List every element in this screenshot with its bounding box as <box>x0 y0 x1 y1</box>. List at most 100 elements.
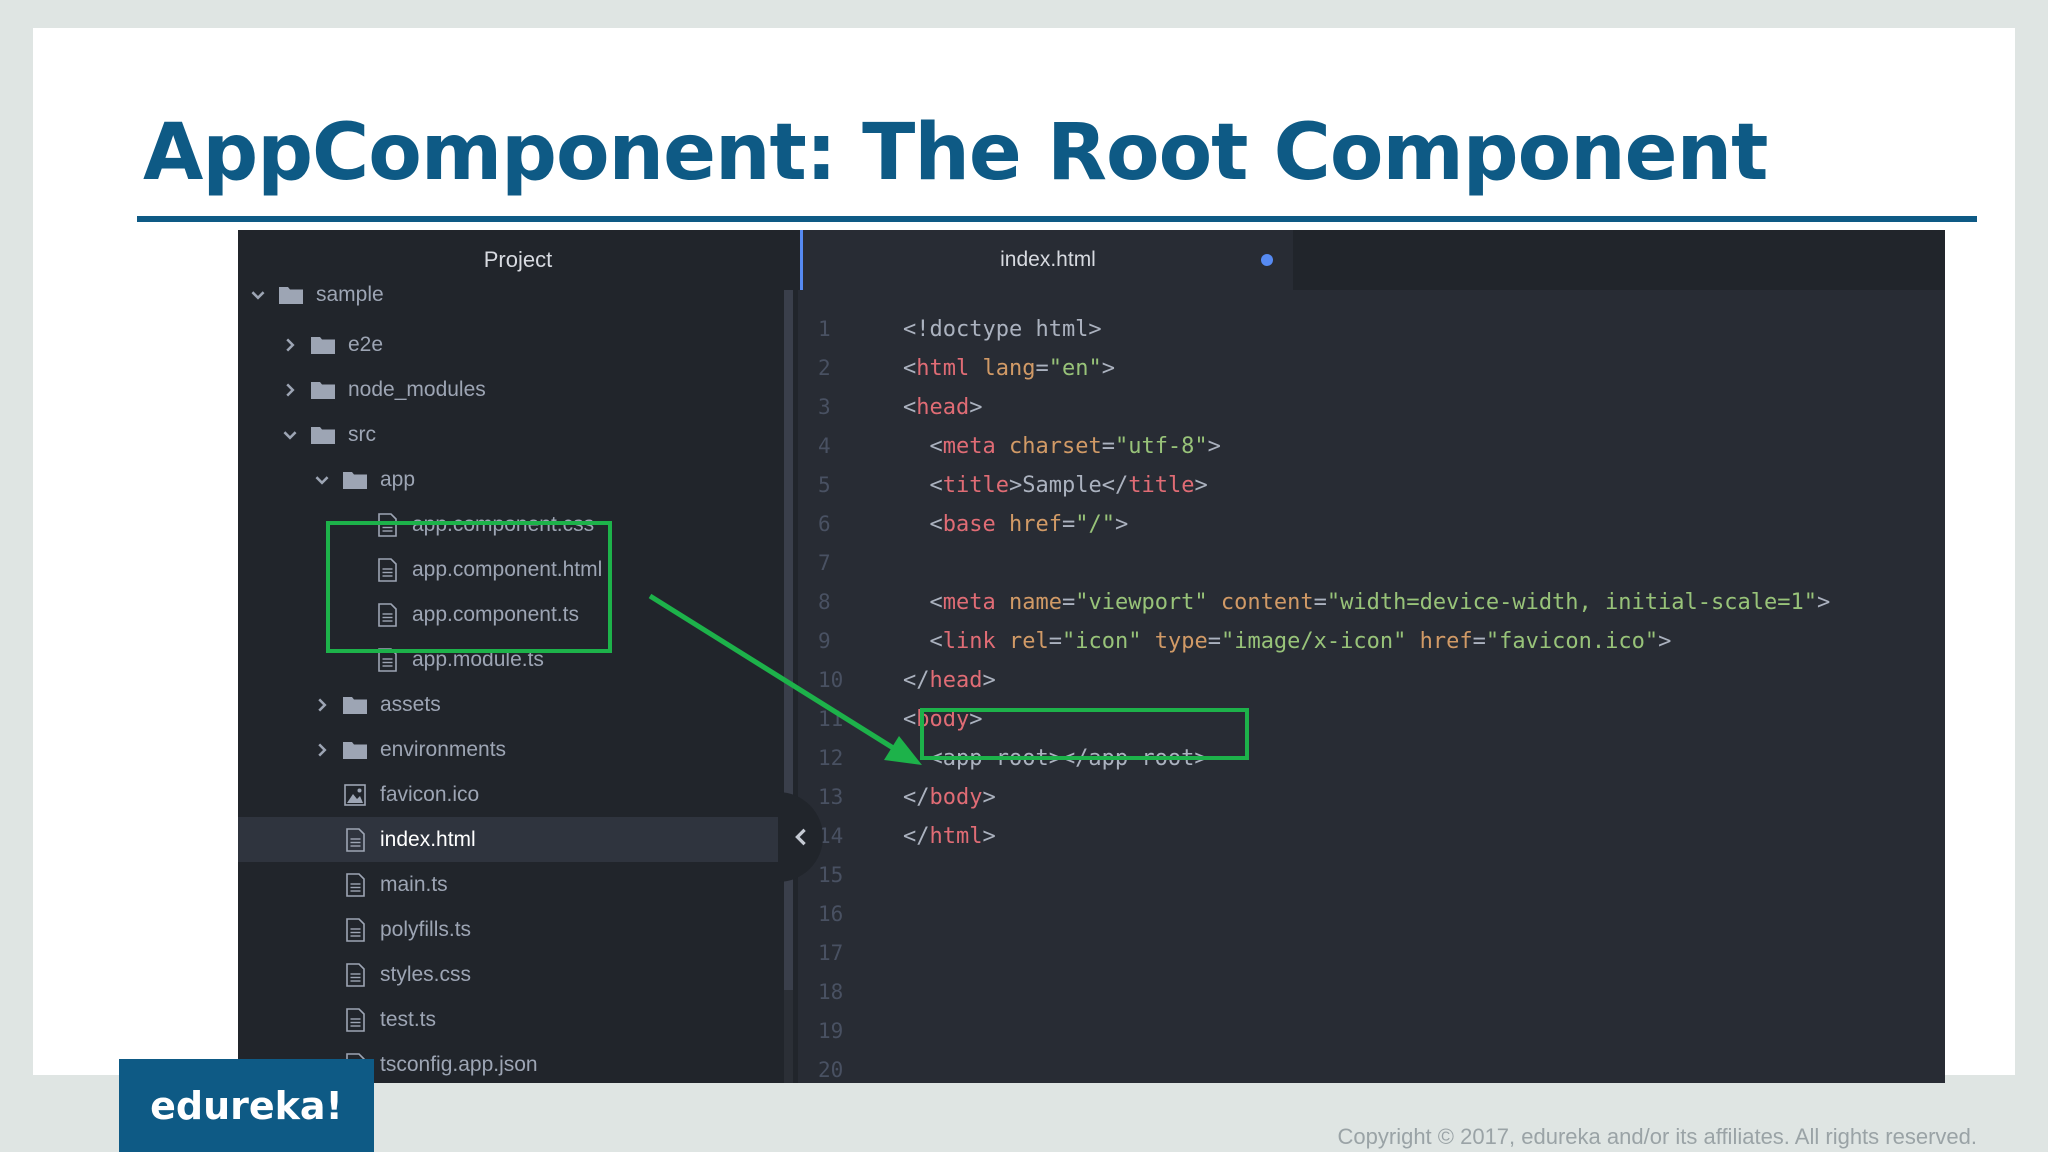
chevron-down-icon[interactable] <box>310 468 334 492</box>
tree-item-e2e[interactable]: e2e <box>238 322 778 367</box>
code-token: "favicon.ico" <box>1485 629 1659 654</box>
code-token: </ <box>903 824 930 849</box>
code-token: = <box>1048 629 1062 654</box>
line-number: 4 <box>818 434 831 458</box>
line-number: 18 <box>818 980 844 1004</box>
code-token: = <box>1061 590 1076 615</box>
code-token <box>996 629 1009 654</box>
code-token: = <box>1035 356 1049 381</box>
code-line[interactable]: <!doctype html> <box>903 310 1102 349</box>
tree-scrollbar-thumb[interactable] <box>784 290 793 990</box>
code-token: = <box>1101 434 1115 459</box>
chevron-right-icon[interactable] <box>278 333 302 357</box>
tree-item-app-component-html[interactable]: app.component.html <box>238 547 778 592</box>
code-line[interactable]: <meta charset="utf-8"> <box>903 427 1221 466</box>
code-line[interactable]: </html> <box>903 817 996 856</box>
code-token: meta <box>942 590 996 615</box>
folder-icon <box>310 333 336 357</box>
code-token: head <box>916 395 970 420</box>
tree-item-label: sample <box>316 282 384 306</box>
code-token: > <box>982 668 996 693</box>
tree-item-assets[interactable]: assets <box>238 682 778 727</box>
tree-item-label: e2e <box>348 332 384 356</box>
code-token: <!doctype html> <box>903 317 1102 342</box>
code-token: "icon" <box>1061 629 1142 654</box>
tree-item-label: app.component.html <box>412 557 603 581</box>
tree-item-app[interactable]: app <box>238 457 778 502</box>
file-icon <box>374 557 400 582</box>
code-token: </ <box>903 785 930 810</box>
code-token: < <box>903 590 943 615</box>
tree-item-label: main.ts <box>380 872 448 896</box>
code-line[interactable]: <meta name="viewport" content="width=dev… <box>903 583 1830 622</box>
code-line[interactable]: <link rel="icon" type="image/x-icon" hre… <box>903 622 1671 661</box>
title-divider <box>137 216 1977 222</box>
line-number: 13 <box>818 785 844 809</box>
code-token: Sample <box>1022 473 1102 498</box>
file-icon <box>342 827 368 852</box>
code-token: "en" <box>1048 356 1102 381</box>
code-token: = <box>1207 629 1221 654</box>
folder-icon <box>342 693 368 717</box>
tree-item-polyfills-ts[interactable]: polyfills.ts <box>238 907 778 952</box>
line-number: 3 <box>818 395 831 419</box>
code-token: body <box>929 785 983 810</box>
tab-index-html[interactable]: index.html <box>800 230 1293 290</box>
code-token: < <box>903 395 917 420</box>
code-token: </ <box>903 668 930 693</box>
tree-item-main-ts[interactable]: main.ts <box>238 862 778 907</box>
chevron-right-icon[interactable] <box>310 693 334 717</box>
chevron-right-icon[interactable] <box>310 738 334 762</box>
tree-item-index-html[interactable]: index.html <box>238 817 778 862</box>
code-line[interactable]: </body> <box>903 778 996 817</box>
code-token: > <box>982 785 996 810</box>
tree-item-favicon-ico[interactable]: favicon.ico <box>238 772 778 817</box>
chevron-down-icon[interactable] <box>278 423 302 447</box>
tree-item-app-component-ts[interactable]: app.component.ts <box>238 592 778 637</box>
tree-item-environments[interactable]: environments <box>238 727 778 772</box>
tree-item-label: favicon.ico <box>380 782 480 806</box>
code-line[interactable]: <base href="/"> <box>903 505 1128 544</box>
tree-item-app-module-ts[interactable]: app.module.ts <box>238 637 778 682</box>
code-token: = <box>1472 629 1486 654</box>
code-token: < <box>903 473 943 498</box>
chevron-right-icon[interactable] <box>278 378 302 402</box>
tree-item-sample[interactable]: sample <box>238 272 778 317</box>
code-token: type <box>1154 629 1208 654</box>
code-line[interactable]: <html lang="en"> <box>903 349 1115 388</box>
file-icon <box>374 602 400 627</box>
folder-icon <box>278 283 304 307</box>
tree-item-label: app <box>380 467 416 491</box>
code-token: < <box>903 707 917 732</box>
code-token: < <box>903 434 943 459</box>
code-token <box>996 434 1009 459</box>
folder-icon <box>342 468 368 492</box>
code-token <box>996 590 1009 615</box>
code-line[interactable]: <head> <box>903 388 982 427</box>
line-number: 2 <box>818 356 831 380</box>
slide-title: AppComponent: The Root Component <box>143 108 1768 198</box>
code-token: content <box>1220 590 1314 615</box>
tree-item-test-ts[interactable]: test.ts <box>238 997 778 1042</box>
code-token: title <box>942 473 1009 498</box>
tree-item-label: index.html <box>380 827 476 851</box>
project-panel-header: Project <box>483 247 553 272</box>
code-token: title <box>1128 473 1195 498</box>
code-token: > <box>1207 434 1221 459</box>
tree-item-node-modules[interactable]: node_modules <box>238 367 778 412</box>
code-token <box>996 512 1009 537</box>
code-token: = <box>1313 590 1327 615</box>
code-token: > <box>1816 590 1831 615</box>
code-line[interactable]: <title>Sample</title> <box>903 466 1207 505</box>
code-line[interactable]: </head> <box>903 661 996 700</box>
code-token: "utf-8" <box>1114 434 1208 459</box>
tab-label: index.html <box>1000 248 1096 271</box>
tree-item-styles-css[interactable]: styles.css <box>238 952 778 997</box>
code-token: charset <box>1008 434 1102 459</box>
tree-item-src[interactable]: src <box>238 412 778 457</box>
tree-item-label: tsconfig.app.json <box>380 1052 538 1076</box>
chevron-down-icon[interactable] <box>246 283 270 307</box>
modified-dot-icon[interactable] <box>1261 254 1273 266</box>
tree-item-label: app.component.ts <box>412 602 579 626</box>
